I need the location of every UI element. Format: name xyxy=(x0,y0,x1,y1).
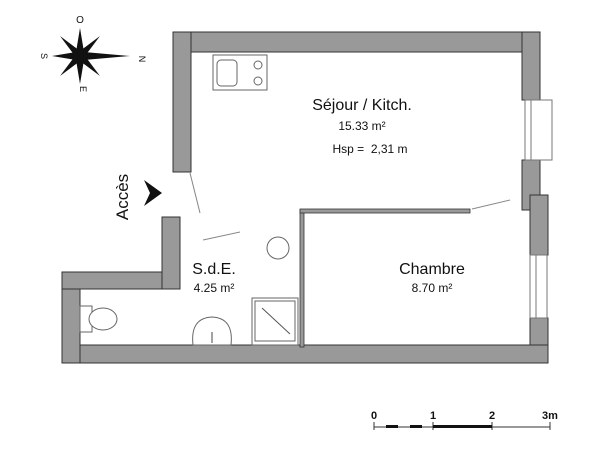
walls xyxy=(61,31,549,364)
compass-east-label: E xyxy=(78,86,88,92)
windows xyxy=(524,99,553,319)
water-heater-icon xyxy=(266,236,290,260)
compass-rose-icon: O N E S xyxy=(39,15,147,92)
scale-tick-0: 0 xyxy=(371,410,377,422)
access-label: Accès xyxy=(113,174,132,220)
doors xyxy=(189,172,511,241)
sink-icon xyxy=(192,316,232,346)
room-name-sde: S.d.E. xyxy=(192,261,236,278)
room-area-sde: 4.25 m² xyxy=(194,281,235,295)
toilet-icon xyxy=(79,305,118,333)
compass-north-label: N xyxy=(137,56,147,63)
room-area-sejour: 15.33 m² xyxy=(338,119,385,133)
compass-west-label: O xyxy=(76,15,84,26)
shower-icon xyxy=(251,297,299,346)
room-name-chambre: Chambre xyxy=(399,261,465,278)
scale-tick-1: 1 xyxy=(430,410,436,422)
compass-south-label: S xyxy=(39,53,49,59)
scale-tick-3: 3m xyxy=(542,410,558,422)
access-arrow-icon xyxy=(144,180,162,206)
scale-bar: 0 1 2 3m xyxy=(371,410,558,430)
scale-tick-2: 2 xyxy=(489,410,495,422)
kitchenette-icon xyxy=(212,54,268,91)
ceiling-height: Hsp = 2,31 m xyxy=(332,142,407,156)
room-name-sejour: Séjour / Kitch. xyxy=(312,97,412,114)
room-area-chambre: 8.70 m² xyxy=(412,281,453,295)
